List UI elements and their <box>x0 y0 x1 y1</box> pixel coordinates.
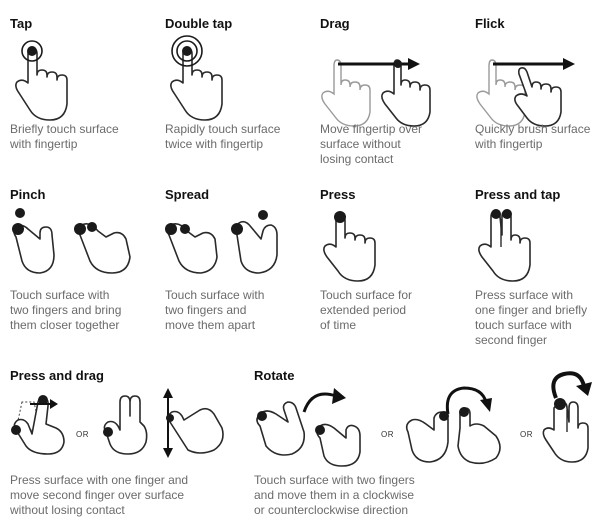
gesture-title: Drag <box>320 16 350 31</box>
gesture-description: Briefly touch surface with fingertip <box>10 122 119 151</box>
gesture-description: Quickly brush surface with fingertip <box>475 122 591 151</box>
gesture-press-and-drag: Press and drag OR Press surface with one… <box>10 368 245 528</box>
gesture-rotate: Rotate OR OR Touch surface with <box>254 368 596 528</box>
gesture-press-and-tap: Press and tap Press surface with one fin… <box>475 187 595 357</box>
gesture-title: Tap <box>10 16 33 31</box>
tap-hand-icon <box>15 40 68 121</box>
gesture-description: Press surface with one finger and move s… <box>10 473 189 517</box>
gesture-title: Rotate <box>254 368 295 383</box>
press-and-drag-hand-icon <box>11 395 65 455</box>
pinch-hands-icon <box>12 208 131 274</box>
gesture-title: Spread <box>165 187 210 202</box>
press-hand-icon <box>323 211 376 282</box>
press-and-tap-hand-icon <box>478 209 531 282</box>
gesture-title: Pinch <box>10 187 46 202</box>
gesture-pinch: Pinch Touch surface with two fingers and… <box>10 187 155 347</box>
gesture-description: Rapidly touch surface twice with fingert… <box>165 122 281 151</box>
gesture-title: Flick <box>475 16 505 31</box>
gesture-tap: Tap Briefly touch surface with fingertip <box>10 16 150 166</box>
press-and-drag-vertical-hand-icon <box>163 388 224 458</box>
double-tap-hand-icon <box>170 35 223 121</box>
gesture-title: Double tap <box>165 16 233 31</box>
press-and-drag-alt-hand-icon <box>103 395 148 455</box>
or-label: OR <box>520 430 533 439</box>
gesture-title: Press <box>320 187 356 202</box>
gesture-double-tap: Double tap Rapidly touch surface twice w… <box>165 16 310 166</box>
drag-hand-icon <box>321 58 431 127</box>
gesture-description: Touch surface with two fingers and move … <box>165 288 265 332</box>
gesture-description: Press surface with one finger and briefl… <box>475 288 588 347</box>
gesture-press: Press Touch surface for extended period … <box>320 187 460 347</box>
rotate-one-hand-icon <box>542 371 592 463</box>
gesture-flick: Flick Quickly brush surface with fingert… <box>475 16 595 166</box>
flick-hand-icon <box>476 58 575 127</box>
gesture-drag: Drag Move fingertip over surface without… <box>320 16 460 166</box>
rotate-two-hands-icon <box>256 388 361 467</box>
gesture-title: Press and drag <box>10 368 104 383</box>
or-label: OR <box>76 430 89 439</box>
gesture-description: Touch surface with two fingers and move … <box>254 473 415 517</box>
gesture-title: Press and tap <box>475 187 561 202</box>
gesture-description: Move fingertip over surface without losi… <box>320 122 423 166</box>
gesture-description: Touch surface for extended period of tim… <box>320 288 413 332</box>
gesture-description: Touch surface with two fingers and bring… <box>10 288 122 332</box>
gesture-spread: Spread Touch surface with two fingers an… <box>165 187 310 347</box>
spread-hands-icon <box>165 210 278 274</box>
or-label: OR <box>381 430 394 439</box>
rotate-alt-hands-icon <box>405 386 501 465</box>
